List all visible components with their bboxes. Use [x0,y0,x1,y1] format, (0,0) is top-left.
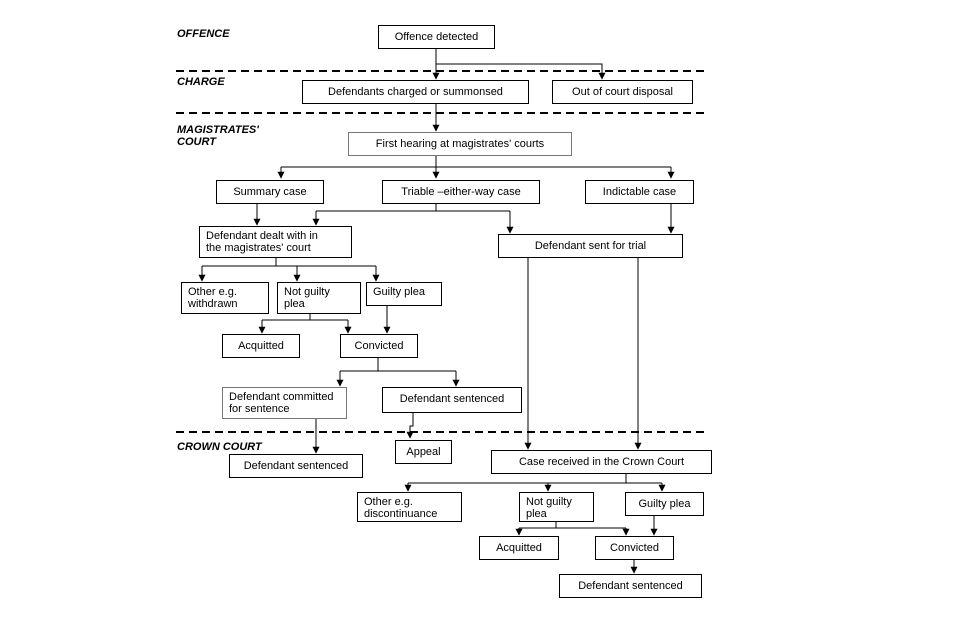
node-mags-defendant-sentenced: Defendant sentenced [382,387,522,413]
stage-label-charge: CHARGE [177,76,225,88]
node-dealt-with-magistrates: Defendant dealt with in the magistrates'… [199,226,352,258]
node-offence-detected: Offence detected [378,25,495,49]
node-indictable-case: Indictable case [585,180,694,204]
stage-label-magistrates-line1: MAGISTRATES' [177,124,259,136]
node-mags-guilty-plea: Guilty plea [366,282,442,306]
connectors [198,48,675,574]
node-mags-other: Other e.g. withdrawn [181,282,269,314]
node-crown-defendant-sentenced: Defendant sentenced [559,574,702,598]
node-triable-either-way: Triable –either-way case [382,180,540,204]
node-mags-convicted: Convicted [340,334,418,358]
node-crown-acquitted: Acquitted [479,536,559,560]
stage-dividers [176,70,708,433]
node-crown-other: Other e.g. discontinuance [357,492,462,522]
node-case-received-crown: Case received in the Crown Court [491,450,712,474]
stage-label-crown-court: CROWN COURT [177,441,262,453]
node-crown-sentenced-committal: Defendant sentenced [229,454,363,478]
node-crown-guilty-plea: Guilty plea [625,492,704,516]
node-mags-not-guilty-plea: Not guilty plea [277,282,361,314]
node-first-hearing: First hearing at magistrates' courts [348,132,572,156]
node-defendants-charged: Defendants charged or summonsed [302,80,529,104]
node-out-of-court-disposal: Out of court disposal [552,80,693,104]
node-committed-for-sentence: Defendant committed for sentence [222,387,347,419]
node-mags-acquitted: Acquitted [222,334,300,358]
node-crown-convicted: Convicted [595,536,674,560]
node-summary-case: Summary case [216,180,324,204]
node-crown-not-guilty-plea: Not guilty plea [519,492,594,522]
stage-label-magistrates-line2: COURT [177,136,216,148]
node-appeal: Appeal [395,440,452,464]
node-sent-for-trial: Defendant sent for trial [498,234,683,258]
stage-label-offence: OFFENCE [177,28,230,40]
